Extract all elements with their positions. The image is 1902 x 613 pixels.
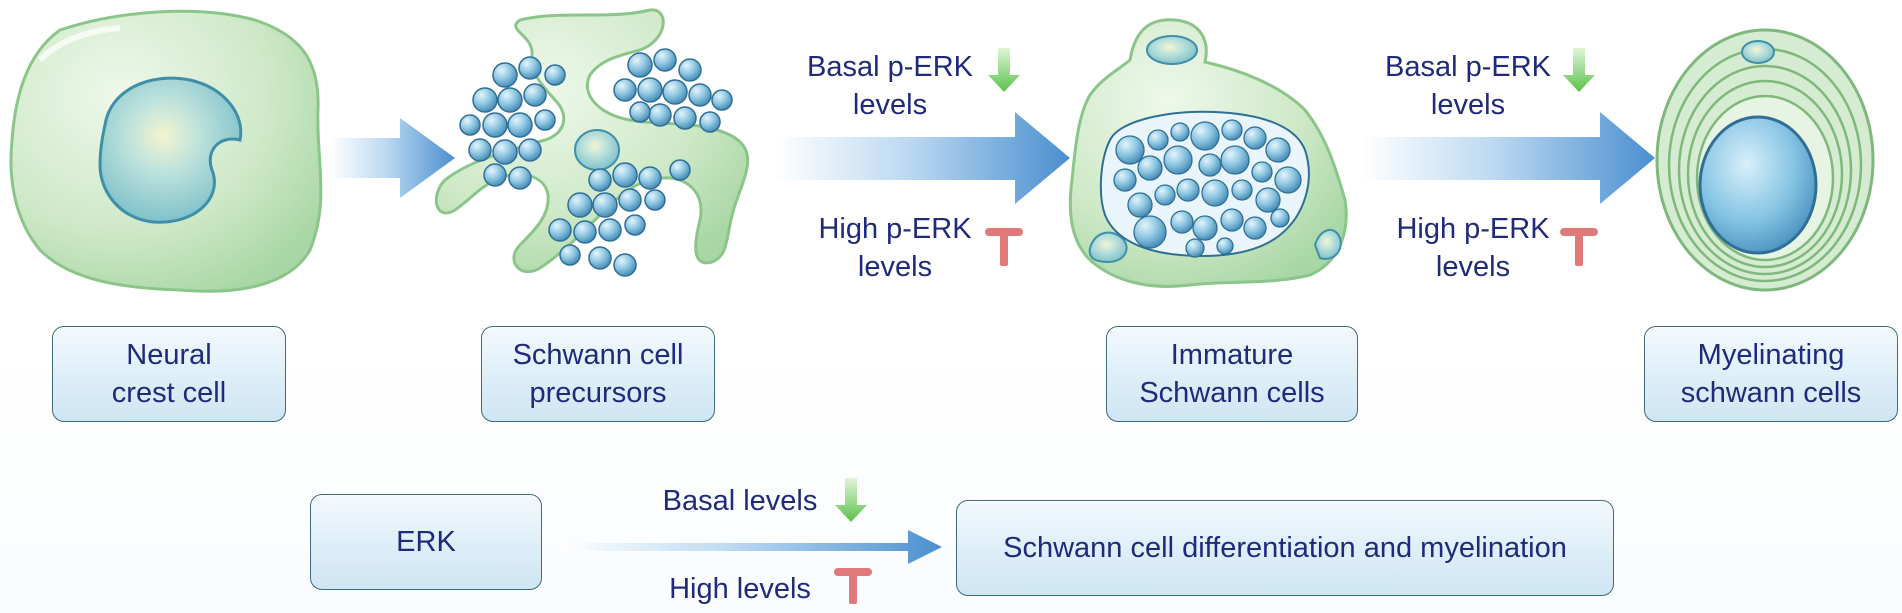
transition-2-basal-label: Basal p-ERK levels	[1384, 51, 1551, 121]
summary-high-label: High levels	[669, 573, 811, 605]
schwann-precursor-illustration	[434, 8, 750, 277]
neural-crest-cell-illustration	[9, 9, 323, 293]
outcome-box: Schwann cell differentiation and myelina…	[956, 500, 1614, 596]
transition-1-high-label: High p-ERK levels	[818, 213, 972, 283]
stage-arrow-2	[775, 112, 1070, 204]
summary-arrow	[560, 530, 942, 564]
inhibit-bar-2	[1560, 228, 1598, 266]
stage-name: Schwann cell precursors	[512, 339, 684, 409]
transition-2-high-label: High p-ERK levels	[1396, 213, 1550, 283]
stage-name: Myelinating schwann cells	[1680, 339, 1862, 409]
transition-1-basal-label: Basal p-ERK levels	[806, 51, 973, 121]
summary-basal-label: Basal levels	[662, 485, 818, 517]
stage-label-immature: Immature Schwann cells	[1106, 326, 1358, 422]
axon-cluster-2	[613, 48, 733, 133]
immature-schwann-illustration	[1068, 18, 1348, 288]
summary-promote-arrow	[835, 478, 867, 522]
axon-cluster-1	[459, 56, 566, 190]
outcome-label: Schwann cell differentiation and myelina…	[1003, 532, 1567, 564]
inhibit-bar-1	[985, 228, 1023, 266]
stage-arrow-3	[1362, 112, 1655, 204]
summary-inhibit-bar	[834, 568, 872, 604]
erk-box: ERK	[310, 494, 542, 590]
promote-arrow-2	[1563, 48, 1595, 92]
stage-label-neural-crest: Neural crest cell	[52, 326, 286, 422]
stage-label-precursors: Schwann cell precursors	[481, 326, 715, 422]
erk-label: ERK	[396, 526, 456, 558]
axon-bundle	[1113, 119, 1302, 258]
promote-arrow-1	[988, 48, 1020, 92]
axon-cluster-3	[548, 159, 691, 277]
stage-name: Immature Schwann cells	[1139, 339, 1325, 409]
stage-name: Neural crest cell	[111, 339, 227, 409]
stage-label-myelinating: Myelinating schwann cells	[1644, 326, 1898, 422]
stage-arrow-1	[330, 118, 455, 198]
myelinating-schwann-illustration	[1655, 28, 1875, 292]
